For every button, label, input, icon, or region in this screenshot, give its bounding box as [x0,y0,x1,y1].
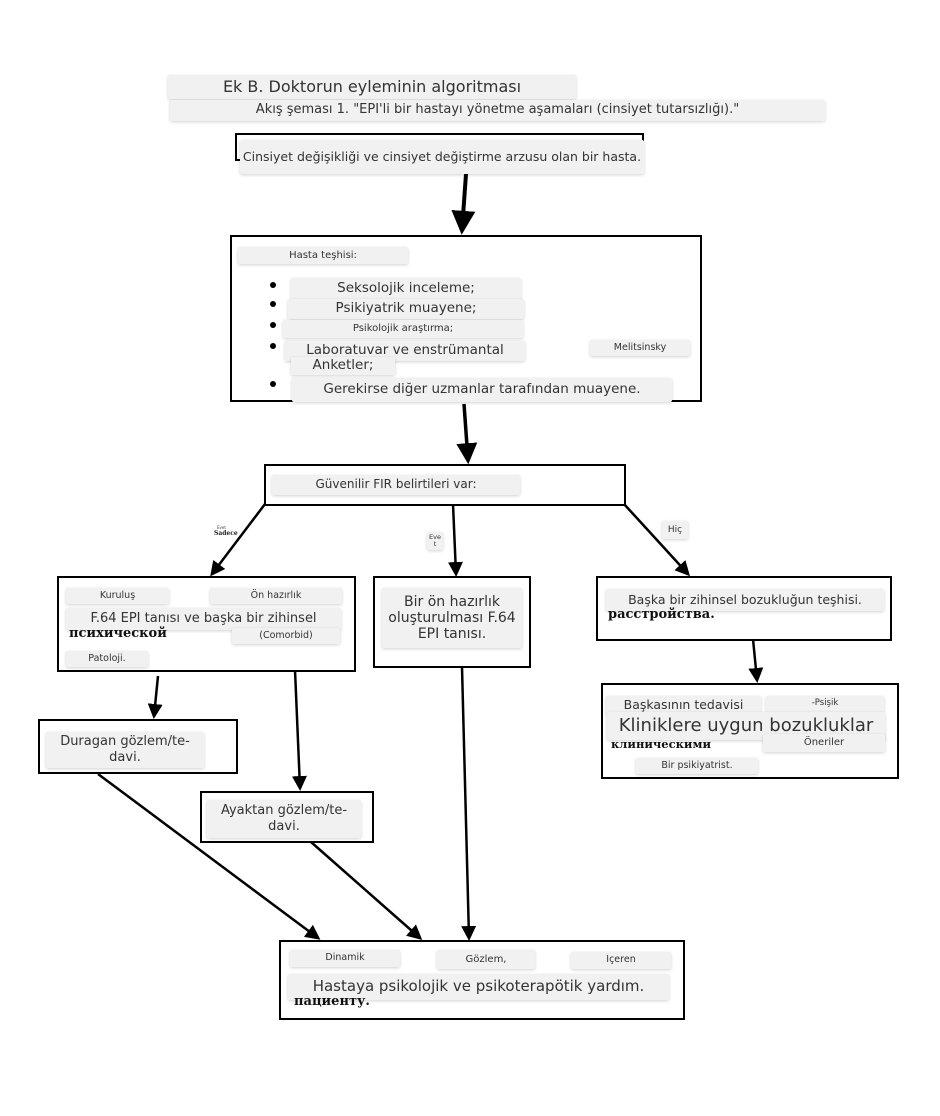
arrow-decision-to-left [210,503,266,577]
left-diagnosis-box [57,576,356,672]
exam-item-6: Gerekirse diğer uzmanlar tarafından muay… [292,378,672,402]
arrow-middle-to-final [460,666,477,941]
exam-item-4: Laboratuvar ve enstrümantal [285,341,525,361]
middle-diagnosis-text: Bir ön hazırlık oluşturulması F.64 EPI t… [382,588,522,648]
treat-tag-left: Başkasının tedavisi [606,696,761,714]
branch-label-middle: Eve t [427,532,443,550]
final-ru-line: пациенту. [294,994,370,1009]
exam-heading: Hasta teşhisi: [238,247,408,264]
outpatient-text: Ayaktan gözlem/te-davi. [207,800,361,838]
final-box [279,940,685,1020]
left-ru-line: психической [69,626,167,641]
outpatient-box [200,791,374,843]
final-tag-iceren: Içeren [571,952,671,969]
left-tag-kurulus: Kuruluş [66,588,169,604]
exam-item-3: Psikolojik araştırma; [283,320,523,338]
arrow-left-to-inpatient [147,675,163,719]
arrow-decision-to-right [623,503,691,577]
left-patoloji: Patoloji. [66,651,148,667]
treat-ru-line: клиническими [611,737,711,751]
treatment-box [601,683,899,779]
arrow-decision-to-middle [447,503,463,577]
middle-diagnosis-box [373,576,531,668]
page-subtitle: Akış şeması 1. "EPI'li bir hastayı yönet… [170,100,825,121]
final-main-text: Hastaya psikolojik ve psikoterapötik yar… [288,974,669,1000]
right-diagnosis-box [596,576,892,641]
arrow-exam-to-decision [456,403,478,465]
treat-psikiyatrist: Bir psikiyatrist. [636,758,758,774]
inpatient-box [38,719,238,774]
right-diagnosis-text: Başka bir zihinsel bozukluğun teşhisi. [606,589,884,611]
bullet-icon [270,282,276,288]
exam-item-5: Anketler; [291,357,395,375]
exam-item-2: Psikiyatrik muayene; [288,299,524,319]
decision-text: Güvenilir FIR belirtileri var: [272,475,520,495]
bullet-icon [270,343,276,349]
decision-box [264,464,626,506]
start-text: Cinsiyet değişikliği ve cinsiyet değişti… [240,140,644,174]
left-tag-on-hazirlik: Ön hazırlık [210,588,342,604]
arrow-right-to-treat [748,638,764,683]
left-comorbid: (Comorbid) [232,628,340,644]
right-ru-line: расстройства. [608,607,715,622]
branch-label-right: Hiç [662,521,688,539]
treat-tag-right: -Psişik [766,696,884,712]
bullet-icon [270,322,276,328]
page-title: Ek B. Doktorun eyleminin algoritması [168,75,576,99]
treat-oneriler: Öneriler [763,734,885,752]
exam-side-note: Melitsinsky [590,340,690,356]
branch-label-left-small: Evet [217,525,226,530]
bullet-icon [270,301,276,307]
left-main-text: F.64 EPI tanısı ve başka bir zihinsel [66,608,341,630]
exam-item-1: Seksolojik inceleme; [291,278,521,300]
arrow-outpatient-to-final [310,841,423,940]
arrow-left-to-outpatient [291,669,307,791]
branch-label-left: Sadece [214,530,238,537]
inpatient-text: Duragan gözlem/te-davi. [46,732,204,768]
arrow-inpatient-to-final [97,772,321,940]
final-tag-gozlem: Gözlem, [437,950,535,969]
final-tag-dinamik: Dinamik [290,950,400,967]
bullet-icon [270,381,276,387]
